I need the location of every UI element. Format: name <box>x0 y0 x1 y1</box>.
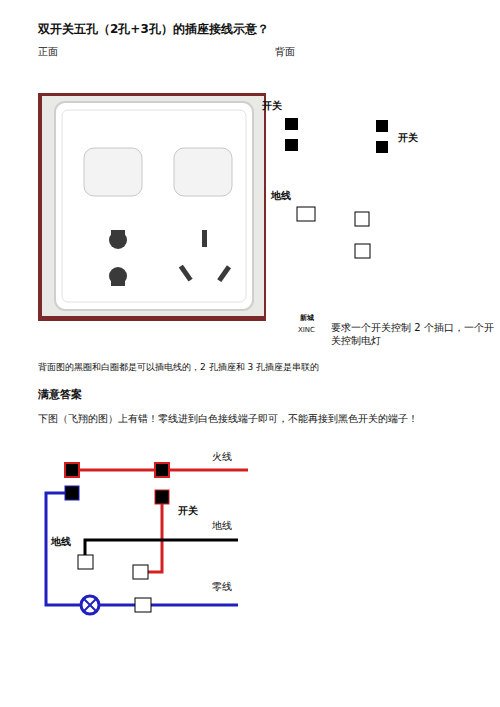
wiring-diagram <box>46 463 248 614</box>
watermark: XINC <box>298 326 315 335</box>
note-text: 背面图的黑圈和白圈都是可以插电线的，2 孔插座和 3 孔插座是串联的 <box>38 362 478 373</box>
back-terminals <box>285 118 388 258</box>
watermark: 新城 <box>300 314 314 323</box>
note-text: 下图（飞翔的图）上有错！零线进到白色接线端子即可，不能再接到黑色开关的端子！ <box>38 413 478 426</box>
wire-label: 火线 <box>212 451 232 464</box>
view-label: 正面 <box>38 46 58 59</box>
view-label: 背面 <box>275 46 295 59</box>
terminal-label: 开关 <box>398 132 418 145</box>
page-title: 双开关五孔（2孔+3孔）的插座接线示意？ <box>38 22 269 37</box>
terminal-label: 地线 <box>271 190 291 203</box>
wire-label: 地线 <box>51 536 71 549</box>
terminal-label: 开关 <box>262 100 282 113</box>
socket-photo <box>38 93 266 321</box>
wire-label: 开关 <box>178 505 198 518</box>
note-text: 要求一个开关控制 2 个插口，一个开关控制电灯 <box>330 322 500 347</box>
wire-label: 零线 <box>212 581 232 594</box>
wire-label: 地线 <box>212 520 232 533</box>
section-heading: 满意答案 <box>38 388 82 402</box>
